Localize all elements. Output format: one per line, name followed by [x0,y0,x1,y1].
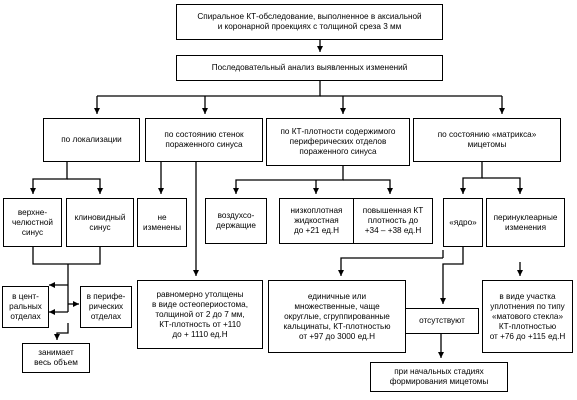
node-unchanged: не изменены [137,198,187,247]
node-whole: занимает весь объем [22,343,90,373]
branch-core [440,247,464,304]
node-low-density: низкоплотная жидкостная до +21 ед.Н [279,198,354,244]
branch-location [30,162,68,194]
node-peripheral: в перифе- рических отделах [80,286,132,328]
node-calcinates: единичные или множественные, чаще округл… [268,280,406,353]
node-top: Спиральное КТ-обследование, выполненное … [176,4,443,40]
sinus-merge [32,247,101,265]
node-by-wall: по состоянию стенок пораженного синуса [145,118,263,162]
node-central: в цент- ральных отделах [2,286,49,328]
node-air: воздухсо- держащие [205,198,267,244]
arrow-calcinates [338,257,387,276]
branch-density [233,166,344,194]
node-frosted: в виде участка уплотнения по типу «матов… [482,280,573,353]
branch-matrix [460,162,483,194]
node-early: при начальных стадиях формирования мицет… [370,362,508,392]
node-analysis: Последовательный анализ выявленных измен… [176,55,443,81]
node-perinuclear: перинуклеарные изменения [486,198,565,247]
node-by-matrix: по состоянию «матрикса» мицетомы [413,118,561,162]
node-absent: отсутствуют [405,308,479,334]
node-core: «ядро» [443,198,483,247]
node-by-density: по КТ-плотности содержимого периферическ… [266,118,410,166]
branch-analysis [97,81,321,97]
node-high-density: повышенная КТ плотность до +34 – +38 ед.… [353,198,433,244]
node-sphenoid: клиновидный синус [66,198,134,247]
node-maxillary: верхне- челюстной синус [3,198,62,247]
node-thickened: равномерно утолщены в виде остеопериосто… [137,280,263,349]
node-by-location: по локализации [43,118,140,162]
